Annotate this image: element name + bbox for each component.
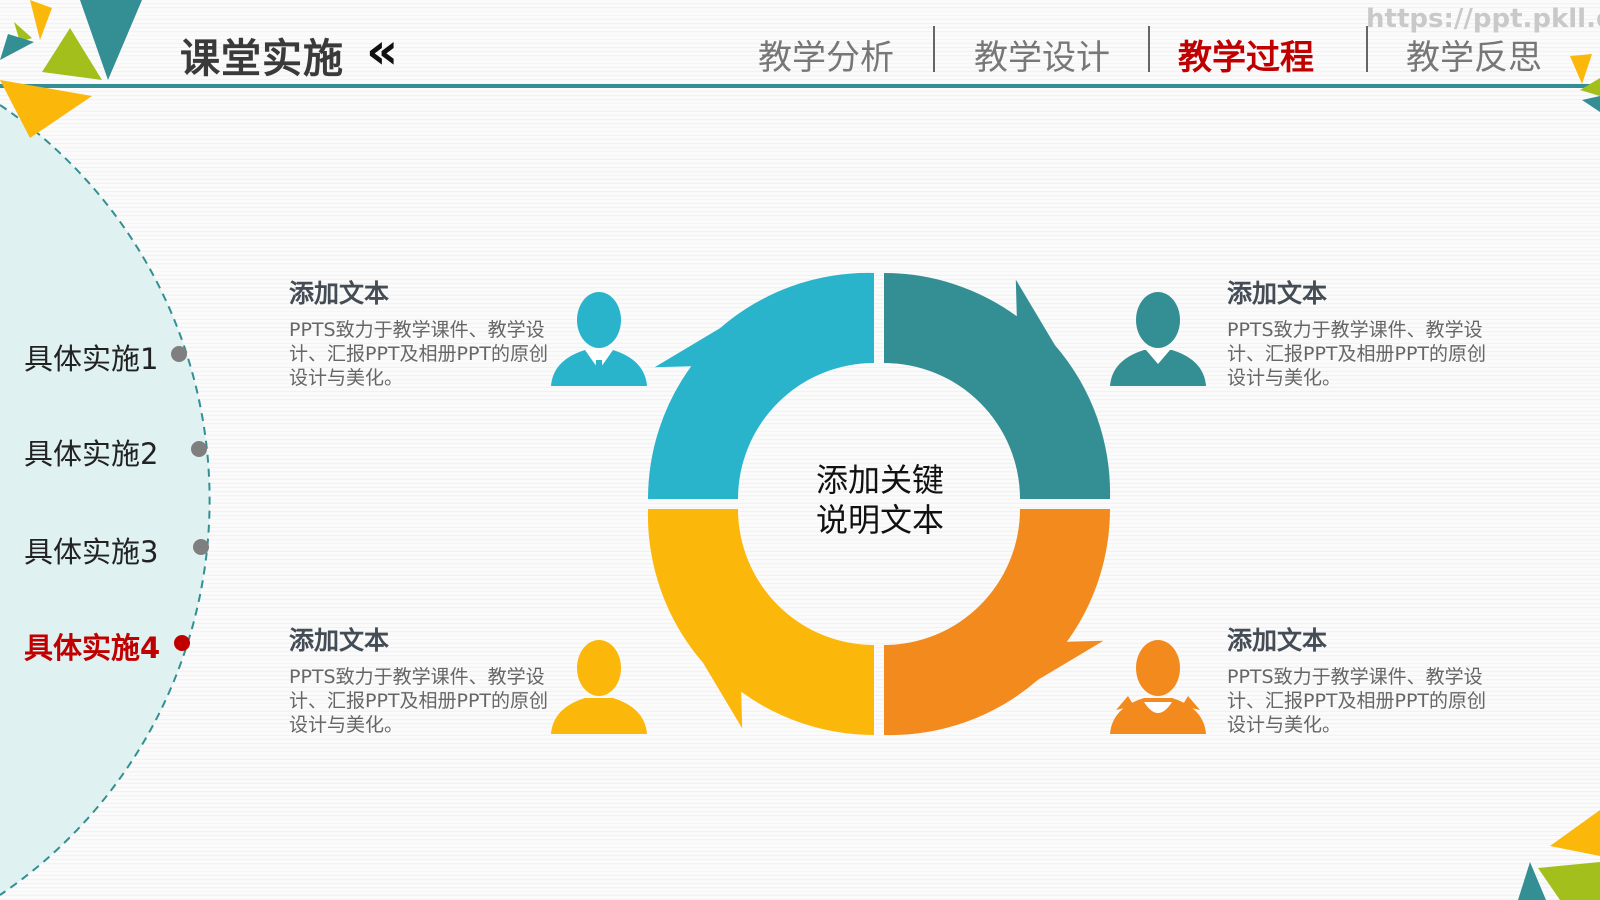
sidebar-item-1[interactable]: 具体实施1	[24, 342, 159, 376]
triangle-decor	[0, 34, 34, 60]
text-block-top-right: 添加文本 PPTS致力于教学课件、教学设计、汇报PPT及相册PPT的原创设计与美…	[1227, 274, 1497, 390]
sidebar-dot[interactable]	[191, 441, 207, 457]
man-icon	[1110, 292, 1206, 386]
text-block-bottom-left: 添加文本 PPTS致力于教学课件、教学设计、汇报PPT及相册PPT的原创设计与美…	[289, 621, 559, 737]
back-chevron-icon[interactable]: «	[366, 22, 399, 80]
triangle-decor	[0, 80, 92, 138]
ring-segment	[884, 273, 1111, 499]
woman-icon	[1110, 640, 1206, 734]
sidebar-item-4[interactable]: 具体实施4	[24, 631, 161, 665]
text-block-top-left: 添加文本 PPTS致力于教学课件、教学设计、汇报PPT及相册PPT的原创设计与美…	[289, 274, 559, 390]
triangle-decor	[80, 0, 142, 80]
side-arc	[0, 104, 211, 896]
triangle-decor	[30, 0, 52, 40]
center-text-line: 说明文本	[815, 501, 944, 539]
tab-divider	[1366, 26, 1368, 72]
sidebar-item-3[interactable]: 具体实施3	[24, 535, 159, 569]
tab-divider	[1148, 26, 1150, 72]
sidebar-item-2[interactable]: 具体实施2	[24, 437, 159, 471]
sidebar-dot[interactable]	[193, 539, 209, 555]
center-text-line: 添加关键	[815, 461, 944, 499]
triangle-decor	[1518, 862, 1546, 900]
person-icons	[551, 292, 1206, 734]
tab-teaching-process[interactable]: 教学过程	[1178, 38, 1314, 78]
tab-teaching-design[interactable]: 教学设计	[974, 38, 1110, 78]
header-line	[0, 84, 1600, 88]
triangle-decor	[1582, 96, 1600, 112]
block-heading: 添加文本	[289, 279, 390, 308]
cycle-ring	[647, 272, 1111, 736]
block-heading: 添加文本	[1227, 279, 1328, 308]
ring-segment	[647, 509, 874, 735]
businessman-icon	[551, 292, 647, 386]
block-text: PPTS致力于教学课件、教学设计、汇报PPT及相册PPT的原创设计与美化。	[1227, 319, 1487, 389]
text-block-bottom-right: 添加文本 PPTS致力于教学课件、教学设计、汇报PPT及相册PPT的原创设计与美…	[1227, 621, 1497, 737]
ring-segment	[884, 509, 1110, 736]
triangle-decor	[1580, 78, 1600, 96]
block-text: PPTS致力于教学课件、教学设计、汇报PPT及相册PPT的原创设计与美化。	[289, 666, 549, 736]
triangle-decor	[1550, 810, 1600, 856]
tab-teaching-analysis[interactable]: 教学分析	[758, 38, 894, 78]
center-label: 添加关键 说明文本	[780, 460, 980, 540]
block-heading: 添加文本	[289, 626, 390, 655]
sidebar-dot[interactable]	[171, 346, 187, 362]
page-title: 课堂实施	[180, 36, 344, 82]
triangle-decor	[42, 28, 102, 80]
block-heading: 添加文本	[1227, 626, 1328, 655]
block-text: PPTS致力于教学课件、教学设计、汇报PPT及相册PPT的原创设计与美化。	[1227, 666, 1487, 736]
person-icon	[551, 640, 647, 734]
watermark: https://ppt.pkll.de	[1366, 4, 1600, 34]
ring-segment	[648, 272, 874, 499]
side-panel	[0, 105, 210, 895]
sidebar-dot-active[interactable]	[174, 635, 190, 651]
tab-divider	[933, 26, 935, 72]
triangle-decor	[14, 22, 32, 42]
triangle-decor	[1570, 54, 1592, 84]
triangle-decor	[1538, 862, 1600, 900]
tab-teaching-reflection[interactable]: 教学反思	[1406, 38, 1542, 78]
block-text: PPTS致力于教学课件、教学设计、汇报PPT及相册PPT的原创设计与美化。	[289, 319, 549, 389]
